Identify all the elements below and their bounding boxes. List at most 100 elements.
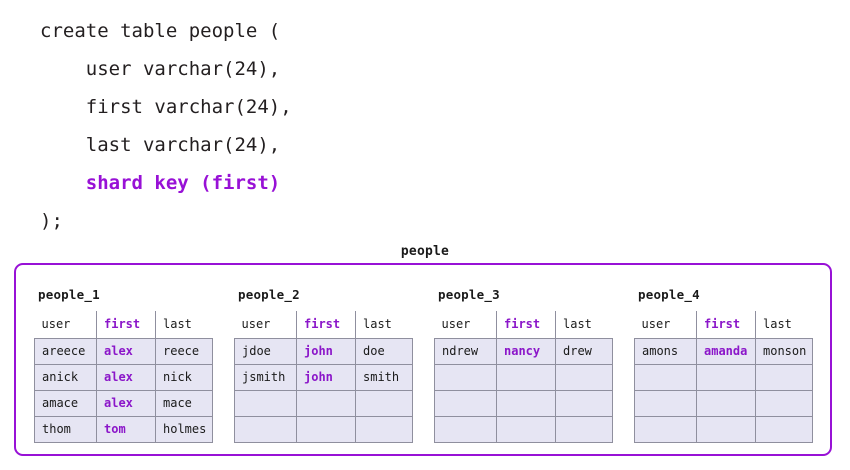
table-cell-user: anick	[34, 363, 97, 391]
table-cell-first	[496, 389, 556, 417]
column-header-user: user	[641, 317, 671, 332]
table-cell-last: mace	[155, 389, 213, 417]
table-cell-last	[555, 389, 613, 417]
sql-line-6: );	[40, 210, 63, 232]
column-header-first: first	[496, 311, 556, 338]
table-cell-user	[634, 389, 697, 417]
table-cell-last: doe	[355, 337, 413, 365]
table-cell-first: john	[296, 337, 356, 365]
table-cell-first: alex	[96, 363, 156, 391]
table-cell-first	[296, 415, 356, 443]
table-cell-first	[296, 389, 356, 417]
table-cell-user	[434, 389, 497, 417]
table-cell-last: nick	[155, 363, 213, 391]
sql-line-2: user varchar(24),	[40, 58, 281, 80]
table-cell-last	[555, 415, 613, 443]
table-cell-last: drew	[555, 337, 613, 365]
table-cell-user: jsmith	[234, 363, 297, 391]
column-header-last: last	[755, 311, 813, 338]
sql-line-4: last varchar(24),	[40, 134, 281, 156]
table-cell-first: nancy	[496, 337, 556, 365]
column-header-last: last	[355, 311, 413, 338]
table-cell-first: alex	[96, 337, 156, 365]
table-cell-first	[696, 415, 756, 443]
table-cell-first	[496, 363, 556, 391]
table-cell-last	[755, 415, 813, 443]
column-header-user: user	[441, 317, 471, 332]
table-cell-first	[696, 363, 756, 391]
table-cell-first: amanda	[696, 337, 756, 365]
table-cell-user	[234, 389, 297, 417]
table-row	[634, 389, 813, 417]
table-cell-user: thom	[34, 415, 97, 443]
shard-title: people_4	[638, 287, 700, 302]
table-cell-last	[355, 415, 413, 443]
sql-code-block: create table people ( user varchar(24), …	[40, 12, 800, 240]
table-cell-last	[555, 363, 613, 391]
table-row	[434, 415, 613, 443]
table-cell-first	[696, 389, 756, 417]
table-cell-user: jdoe	[234, 337, 297, 365]
table-cell-user	[234, 415, 297, 443]
table-cell-first: alex	[96, 389, 156, 417]
table-cell-last: reece	[155, 337, 213, 365]
table-row	[634, 415, 813, 443]
table-cell-user: amace	[34, 389, 97, 417]
column-header-first: first	[96, 311, 156, 338]
column-header-last: last	[155, 311, 213, 338]
table-row	[234, 389, 413, 417]
table-cell-user	[634, 415, 697, 443]
table-row	[634, 363, 813, 391]
table-row	[434, 389, 613, 417]
table-row	[234, 415, 413, 443]
table-cell-last: holmes	[155, 415, 213, 443]
logical-table-caption: people	[400, 244, 450, 259]
column-header-first: first	[296, 311, 356, 338]
table-cell-user: ndrew	[434, 337, 497, 365]
column-header-user: user	[41, 317, 71, 332]
table-cell-user	[434, 363, 497, 391]
column-header-user: user	[241, 317, 271, 332]
table-cell-last	[755, 389, 813, 417]
table-cell-first	[496, 415, 556, 443]
shard-title: people_3	[438, 287, 500, 302]
table-cell-first: john	[296, 363, 356, 391]
shard-title: people_2	[238, 287, 300, 302]
column-header-last: last	[555, 311, 613, 338]
sql-line-5: shard key (first)	[40, 172, 281, 194]
shard-title: people_1	[38, 287, 100, 302]
table-cell-last: smith	[355, 363, 413, 391]
table-cell-user	[434, 415, 497, 443]
table-cell-last: monson	[755, 337, 813, 365]
sql-line-1: create table people (	[40, 20, 281, 42]
table-cell-first: tom	[96, 415, 156, 443]
column-header-first: first	[696, 311, 756, 338]
table-cell-user: amons	[634, 337, 697, 365]
table-cell-last	[755, 363, 813, 391]
table-cell-user	[634, 363, 697, 391]
table-cell-user: areece	[34, 337, 97, 365]
table-row	[434, 363, 613, 391]
table-cell-last	[355, 389, 413, 417]
